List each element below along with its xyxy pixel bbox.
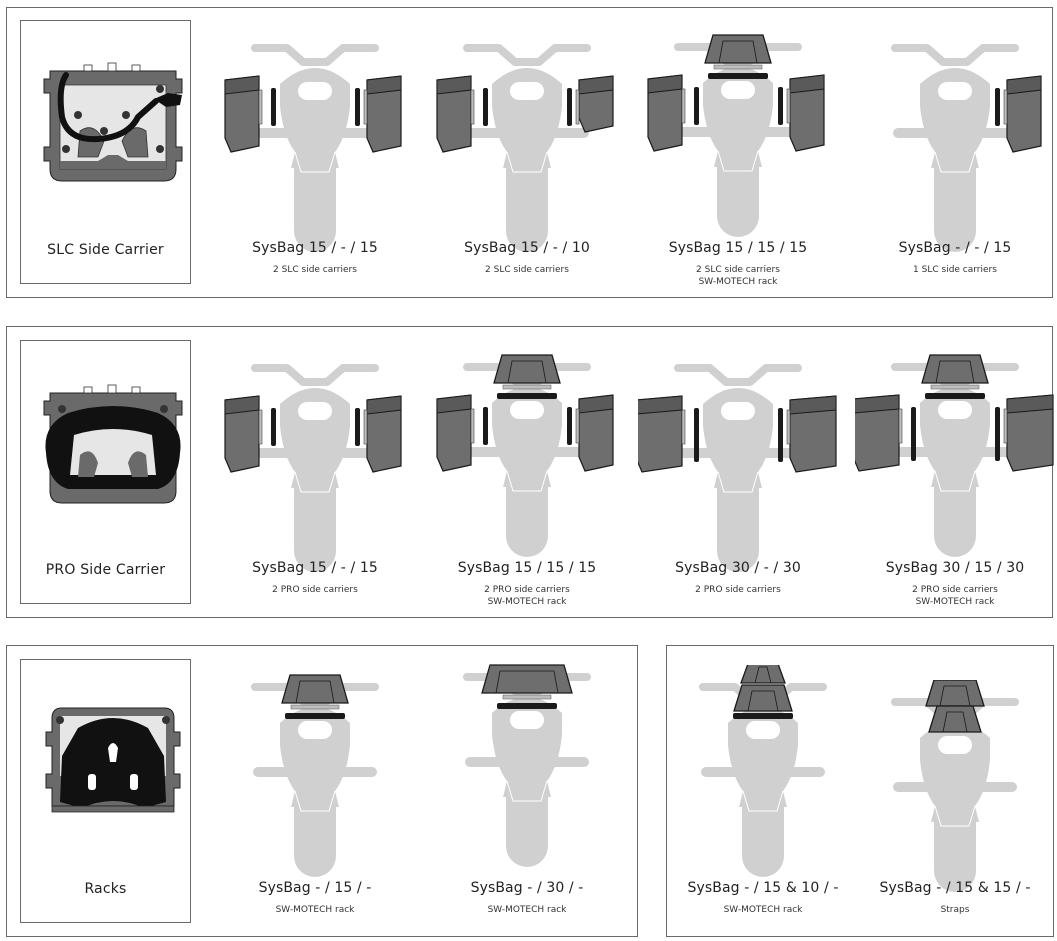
config-title: SysBag - / 15 & 10 / - [663,880,863,896]
handlebar [891,44,1019,66]
config-subtitle: 2 PRO side carriers [484,585,570,595]
config-title: SysBag 15 / - / 15 [215,560,415,576]
title-prefix: SysBag [252,560,309,576]
motorcycle-bag-diagram [891,680,1019,892]
config-subtitle: 2 SLC side carriers [696,265,780,275]
motorcycle-bag-diagram [436,44,614,252]
title-prefix: SysBag [879,880,937,896]
carrier-card-pro[interactable]: PRO Side Carrier [20,340,191,604]
config-card[interactable]: SysBag 30 / - / 30 2 PRO side carriers [638,360,838,610]
title-prefix: SysBag [457,560,515,576]
title-sizes: - / - / 15 [955,240,1012,256]
motorcycle-bag-diagram [251,674,379,877]
config-subtitle: 2 SLC side carriers [273,265,357,275]
config-subtitle: SW-MOTECH rack [915,597,995,607]
carrier-label: PRO Side Carrier [45,562,166,578]
title-sizes: 15 / 15 / 15 [725,240,808,256]
motorcycle-bag-diagram [224,44,402,252]
config-title: SysBag - / - / 15 [855,240,1055,256]
carrier-label: Racks [84,881,127,897]
config-subtitle: 2 PRO side carriers [272,585,358,595]
title-sizes: 15 / 15 / 15 [514,560,597,576]
slc-side-carrier-image [43,62,183,182]
config-title: SysBag - / 30 / - [427,880,627,896]
title-sizes: 15 / - / 10 [520,240,590,256]
config-subtitle: 1 SLC side carriers [913,265,997,275]
title-sizes: 30 / - / 30 [731,560,801,576]
config-card[interactable]: SysBag - / 15 / - SW-MOTECH rack [215,665,415,930]
handlebar [674,364,802,386]
config-title: SysBag 30 / - / 30 [638,560,838,576]
title-sizes: - / 15 & 15 / - [936,880,1031,896]
motorcycle-bag-diagram [699,665,827,877]
handlebar [251,44,379,66]
config-subtitle: Straps [940,905,970,915]
config-subtitle: SW-MOTECH rack [487,597,567,607]
motorcycle-bag-diagram [891,44,1042,252]
title-sizes: - / 30 / - [527,880,584,896]
title-sizes: 15 / - / 15 [308,240,378,256]
motorcycle-bag-diagram [638,364,837,572]
config-card[interactable]: SysBag - / 15 & 10 / - SW-MOTECH rack [663,665,863,930]
carrier-card-racks[interactable]: Racks [20,659,191,923]
title-sizes: 30 / 15 / 30 [942,560,1025,576]
motorcycle-bag-diagram [436,354,614,557]
config-card[interactable]: SysBag 15 / - / 15 2 SLC side carriers [215,40,415,290]
title-prefix: SysBag [252,240,309,256]
config-subtitle: SW-MOTECH rack [698,277,778,287]
title-sizes: - / 15 / - [315,880,372,896]
motorcycle-bag-diagram [647,34,825,237]
title-sizes: - / 15 & 10 / - [744,880,839,896]
carrier-label: SLC Side Carrier [47,242,164,258]
title-prefix: SysBag [898,240,956,256]
config-title: SysBag 15 / 15 / 15 [427,560,627,576]
config-title: SysBag 15 / - / 15 [215,240,415,256]
title-prefix: SysBag [258,880,316,896]
rack-image [45,707,181,813]
config-subtitle: 2 PRO side carriers [695,585,781,595]
title-prefix: SysBag [464,240,521,256]
config-card[interactable]: SysBag - / - / 15 1 SLC side carriers [855,40,1055,290]
config-title: SysBag 15 / 15 / 15 [638,240,838,256]
title-prefix: SysBag [668,240,726,256]
title-sizes: 15 / - / 15 [308,560,378,576]
motorcycle-bag-diagram [224,364,402,572]
pro-side-carrier-image [43,384,183,504]
config-subtitle: 2 PRO side carriers [912,585,998,595]
config-card[interactable]: SysBag - / 15 & 15 / - Straps [855,680,1055,930]
handlebar [251,364,379,386]
config-title: SysBag 30 / 15 / 30 [855,560,1055,576]
config-subtitle: SW-MOTECH rack [723,905,803,915]
title-prefix: SysBag [687,880,745,896]
config-subtitle: SW-MOTECH rack [275,905,355,915]
config-subtitle: 2 SLC side carriers [485,265,569,275]
config-card[interactable]: SysBag 15 / - / 15 2 PRO side carriers [215,360,415,610]
config-title: SysBag - / 15 / - [215,880,415,896]
config-card[interactable]: SysBag - / 30 / - SW-MOTECH rack [427,655,627,930]
config-card[interactable]: SysBag 15 / - / 10 2 SLC side carriers [427,40,627,290]
motorcycle-bag-diagram [855,354,1054,557]
config-subtitle: SW-MOTECH rack [487,905,567,915]
title-prefix: SysBag [885,560,943,576]
title-prefix: SysBag [470,880,528,896]
handlebar [463,44,591,66]
title-prefix: SysBag [675,560,732,576]
config-title: SysBag - / 15 & 15 / - [855,880,1055,896]
motorcycle-bag-diagram [463,664,591,867]
carrier-card-slc[interactable]: SLC Side Carrier [20,20,191,284]
config-title: SysBag 15 / - / 10 [427,240,627,256]
